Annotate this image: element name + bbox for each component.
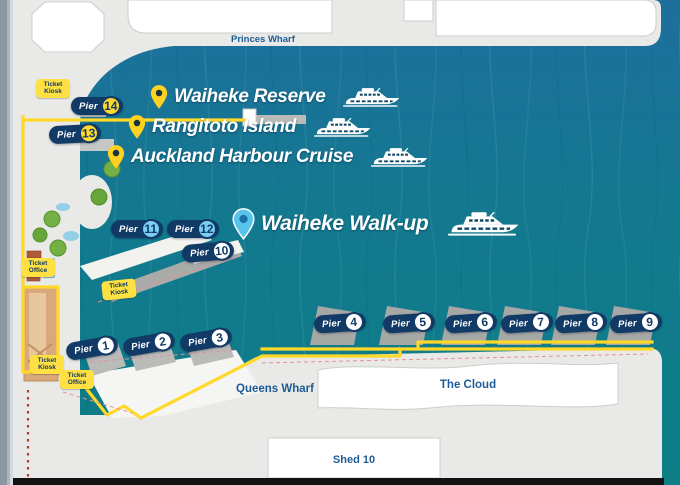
- ticket-kiosk-badge: Ticket Kiosk: [101, 278, 137, 301]
- shed-10-label: Shed 10: [332, 454, 376, 466]
- pier-number: 11: [140, 219, 161, 239]
- pink-dashed-2: [89, 349, 237, 363]
- pier-word: Pier: [79, 100, 98, 112]
- pier-word: Pier: [130, 338, 151, 353]
- ticket-office-badge: Ticket Office: [60, 370, 94, 389]
- map-pin-icon: [150, 84, 168, 110]
- buildings: [31, 0, 657, 479]
- pier13-pontoon-strip: [254, 115, 306, 124]
- princes-wharf-label: Princes Wharf: [231, 34, 295, 45]
- pier-number: 5: [412, 311, 434, 333]
- pier-14-marker: Pier 14: [71, 96, 123, 116]
- route-auckland-harbour-cruise: Auckland Harbour Cruise: [107, 144, 431, 170]
- pier-word: Pier: [189, 246, 210, 260]
- ferry-icon: [314, 117, 374, 138]
- pier-word: Pier: [321, 317, 342, 330]
- pond: [56, 203, 70, 211]
- pier-7-marker: Pier 7: [500, 311, 554, 334]
- pier-word: Pier: [562, 317, 583, 330]
- princes-building-right: [435, 0, 657, 37]
- shed-10-building: [267, 437, 441, 479]
- pier-number: 4: [343, 311, 365, 333]
- pier-11-marker: Pier 11: [111, 219, 163, 239]
- route-label: Waiheke Reserve: [174, 86, 326, 107]
- pier-12-marker: Pier 12: [167, 219, 219, 239]
- pier-word: Pier: [452, 317, 473, 330]
- ferry-icon: [371, 147, 431, 168]
- pink-dashed-4: [62, 391, 133, 414]
- left-edge-strip: [0, 0, 13, 485]
- ferry-icon: [343, 87, 403, 108]
- tree: [32, 227, 48, 243]
- princes-building-small: [403, 0, 434, 22]
- ferry-building-inner: [29, 293, 46, 373]
- tree: [90, 188, 108, 206]
- pier-word: Pier: [508, 317, 529, 330]
- pier-word: Pier: [73, 342, 94, 357]
- pier11-12-deck-white: [80, 228, 212, 280]
- queens-wharf-label: Queens Wharf: [236, 383, 314, 395]
- octagon-building: [31, 1, 105, 53]
- bottom-black-bar: [13, 478, 664, 485]
- pier-number: 14: [100, 96, 121, 116]
- route-waiheke-walk-up: Waiheke Walk-up: [232, 208, 523, 240]
- pier-number: 9: [639, 311, 661, 333]
- map-pin-icon: [232, 208, 255, 240]
- pier-word: Pier: [390, 317, 411, 330]
- pier-number: 7: [530, 311, 552, 333]
- route-label: Auckland Harbour Cruise: [131, 146, 354, 167]
- pier-number: 12: [196, 219, 217, 239]
- ferry-icon: [448, 211, 523, 237]
- tree: [43, 210, 61, 228]
- princes-building-left: [127, 0, 333, 34]
- pier-number: 6: [474, 311, 496, 333]
- route-rangitoto-island: Rangitoto Island: [128, 114, 374, 140]
- pier-number: 8: [584, 311, 606, 333]
- tree: [49, 239, 67, 257]
- pier-6-marker: Pier 6: [444, 311, 498, 334]
- ticket-kiosk-badge: Ticket Kiosk: [36, 79, 70, 98]
- pier-number: 13: [78, 122, 100, 144]
- pier-word: Pier: [56, 128, 77, 141]
- pier-word: Pier: [617, 317, 638, 330]
- ticket-kiosk-badge: Ticket Kiosk: [30, 355, 64, 374]
- pier-word: Pier: [119, 223, 138, 235]
- pier-gate: [242, 108, 257, 127]
- map-pin-icon: [107, 144, 125, 170]
- the-cloud-building: [317, 362, 619, 410]
- pier123-apron: [88, 350, 262, 418]
- pier-5-marker: Pier 5: [382, 311, 436, 334]
- route-waiheke-reserve: Waiheke Reserve: [150, 84, 403, 110]
- pier-8-marker: Pier 8: [554, 311, 608, 334]
- the-cloud-label: The Cloud: [439, 379, 497, 391]
- pier-4-marker: Pier 4: [313, 311, 367, 334]
- map-pin-icon: [128, 114, 146, 140]
- pier-13-marker: Pier 13: [48, 122, 102, 145]
- kiosk-building-1: [26, 250, 42, 259]
- ticket-office-badge: Ticket Office: [21, 258, 55, 277]
- coast-bump: [72, 175, 112, 229]
- pink-dashed-3: [261, 353, 649, 364]
- path-pier-loop: [398, 340, 654, 351]
- pier-9-marker: Pier 9: [609, 311, 663, 334]
- pier-number: 10: [210, 239, 233, 262]
- route-label: Waiheke Walk-up: [261, 212, 429, 235]
- pier-word: Pier: [187, 334, 208, 349]
- route-label: Rangitoto Island: [152, 116, 297, 137]
- pier-word: Pier: [175, 223, 194, 235]
- pond: [63, 231, 79, 241]
